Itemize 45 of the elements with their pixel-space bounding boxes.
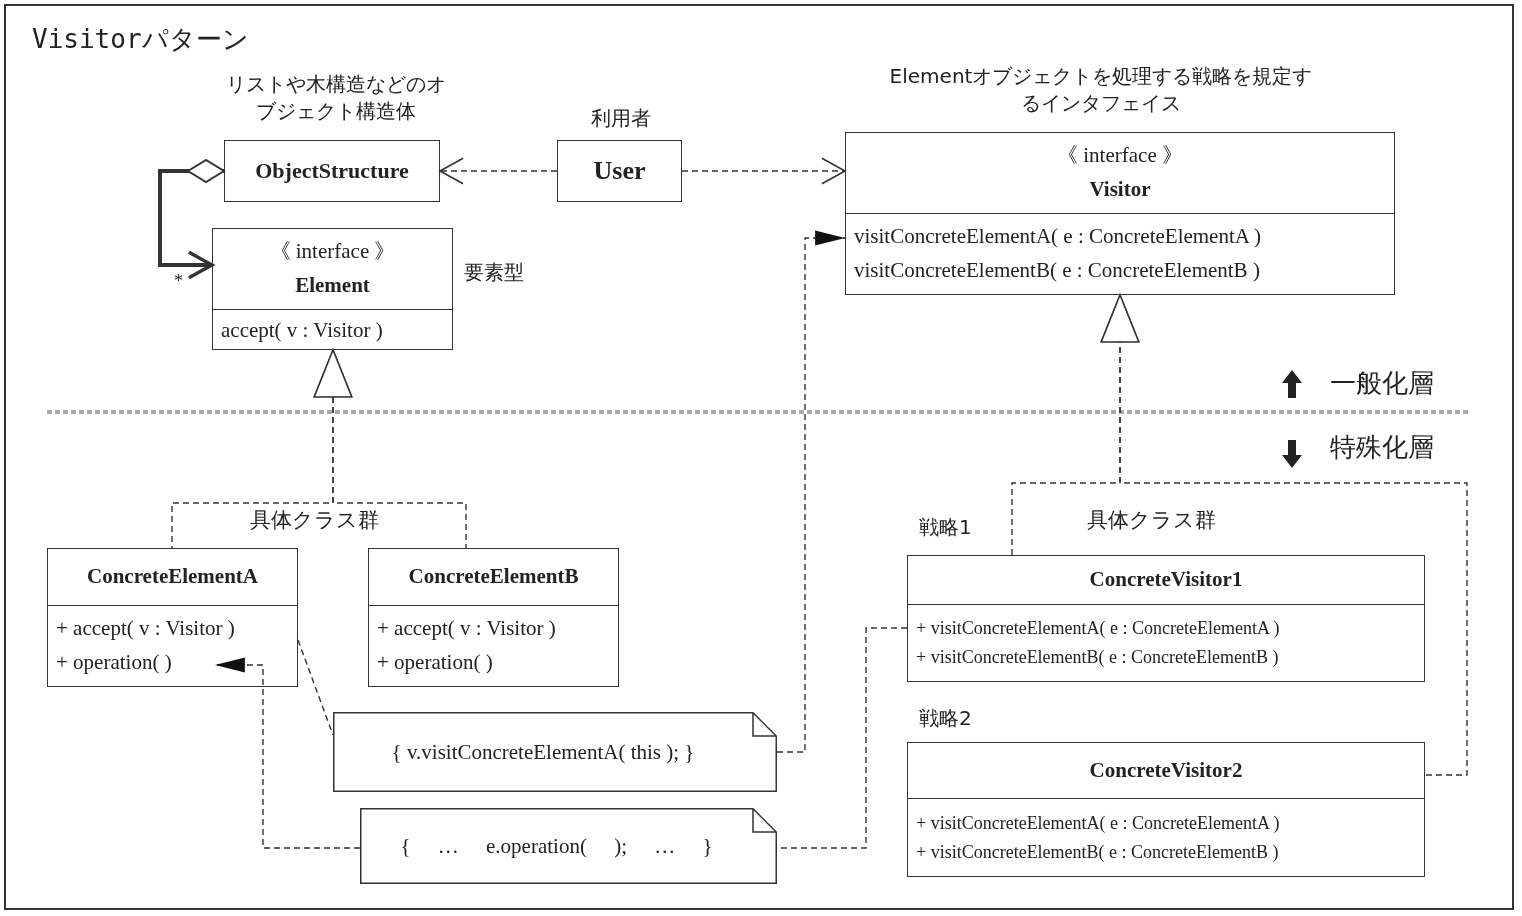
method-signature: visitConcreteElementA( e : ConcreteElementA ) <box>854 223 1262 251</box>
annotation-text: 戦略2 <box>919 705 973 732</box>
code-text: { … e.operation( ); … } <box>400 833 714 859</box>
group-label: 具体クラス群 <box>1087 507 1216 534</box>
code-text: { v.visitConcreteElementA( this ); } <box>391 739 696 765</box>
class-name: ConcreteVisitor2 <box>1089 756 1243 784</box>
stereotype-text: 《 interface 》 <box>1057 142 1183 170</box>
method-signature: + visitConcreteElementB( e : ConcreteElementB ) <box>916 646 1279 669</box>
stereotype-text: 《 interface 》 <box>269 238 396 266</box>
group-label: 具体クラス群 <box>250 507 379 534</box>
layer-label: 特殊化層 <box>1330 431 1434 464</box>
annotation-text: Elementオブジェクトを処理する戦略を規定するインタフェイス <box>888 63 1314 117</box>
class-name: User <box>593 155 646 188</box>
annotation-text: 戦略1 <box>919 514 973 541</box>
dashed-arrow <box>1100 294 1468 776</box>
class-name: ConcreteElementB <box>408 563 579 591</box>
method-signature: visitConcreteElementB( e : ConcreteElementB ) <box>854 257 1260 284</box>
annotation-text: リストや木構造などのオブジェクト構造体 <box>225 71 447 125</box>
class-name: ObjectStructure <box>255 157 409 186</box>
class-name: ConcreteVisitor1 <box>1089 566 1243 594</box>
method-signature: + visitConcreteElementB( e : ConcreteElementB ) <box>916 840 1279 864</box>
dashed-arrow <box>214 657 361 849</box>
annotation-text: 利用者 <box>590 105 652 132</box>
dashed-arrow <box>439 157 558 185</box>
class-box <box>47 548 298 687</box>
diagram-title: Visitorパターン <box>32 23 249 56</box>
class-box <box>368 548 619 687</box>
annotation-text: 要素型 <box>464 259 525 286</box>
method-signature: + operation( ) <box>377 649 493 676</box>
dashed-arrow <box>681 157 846 185</box>
method-signature: + operation( ) <box>56 649 172 676</box>
class-name: Element <box>295 272 370 299</box>
class-name: Visitor <box>1089 176 1151 203</box>
method-signature: + visitConcreteElementA( e : ConcreteElementA ) <box>916 811 1280 835</box>
method-signature: + accept( v : Visitor ) <box>56 615 235 643</box>
dashed-arrow <box>776 230 846 753</box>
class-name: ConcreteElementA <box>86 563 259 591</box>
dashed-arrow <box>313 349 467 549</box>
layer-label: 一般化層 <box>1330 367 1434 400</box>
aggregation-arrow <box>158 159 225 280</box>
note-box <box>360 808 777 884</box>
method-signature: + accept( v : Visitor ) <box>377 615 556 643</box>
method-signature: accept( v : Visitor ) <box>221 317 383 344</box>
method-signature: + visitConcreteElementA( e : ConcreteElementA ) <box>916 617 1280 641</box>
note-box <box>333 712 777 792</box>
